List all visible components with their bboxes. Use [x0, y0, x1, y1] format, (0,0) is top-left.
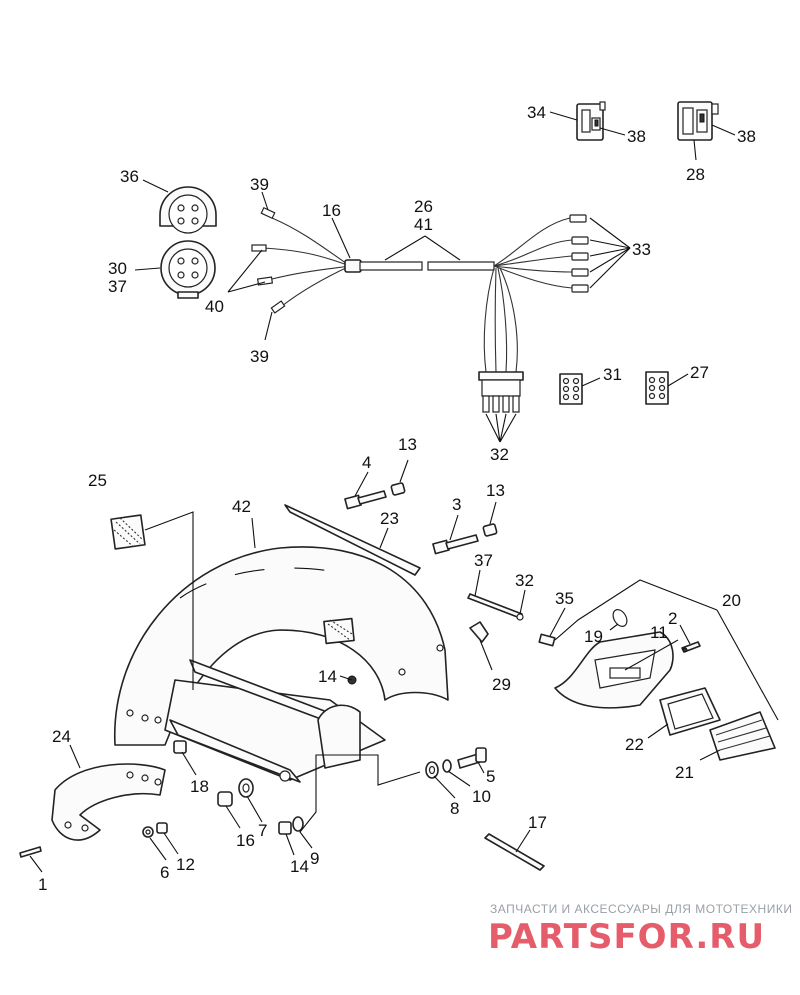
- connector-28: [677, 101, 719, 141]
- watermark-subtitle: ЗАПЧАСТИ И АКСЕССУАРЫ ДЛЯ МОТОТЕХНИКИ: [490, 902, 792, 916]
- callout-5: 5: [486, 767, 495, 786]
- callout-6: 6: [160, 863, 169, 882]
- callout-16: 16: [236, 831, 255, 850]
- watermark: ЗАПЧАСТИ И АКСЕССУАРЫ ДЛЯ МОТОТЕХНИКИ PA…: [488, 902, 792, 957]
- callout-39: 39: [250, 175, 269, 194]
- reflector-25: [110, 514, 146, 550]
- connector-30: [160, 240, 216, 299]
- wiring-harness: [251, 206, 589, 413]
- tail-lamp-housing-20: [554, 631, 674, 709]
- callout-32: 32: [515, 571, 534, 590]
- callout-labels: 34 38 38 28 36 39 16 26 41 33 30 37 40 3…: [38, 103, 756, 894]
- callout-41: 41: [414, 215, 433, 234]
- bolt-3: [432, 523, 498, 555]
- callout-32: 32: [490, 445, 509, 464]
- callout-40: 40: [205, 297, 224, 316]
- callout-21: 21: [675, 763, 694, 782]
- trim-strip-23: [284, 504, 421, 576]
- callout-42: 42: [232, 497, 251, 516]
- reflector-fender: [323, 617, 355, 645]
- callout-9: 9: [310, 849, 319, 868]
- lens-21: [709, 711, 776, 761]
- leader-lines: [29, 111, 779, 873]
- callout-13: 13: [486, 481, 505, 500]
- clip-29: [469, 621, 489, 643]
- support-bracket-24: [51, 763, 166, 841]
- callout-14: 14: [318, 667, 337, 686]
- connector-36: [159, 186, 217, 234]
- callout-34: 34: [527, 103, 546, 122]
- callout-19: 19: [584, 627, 603, 646]
- callout-38: 38: [737, 127, 756, 146]
- callout-11: 11: [650, 623, 668, 642]
- socket-35: [538, 633, 556, 647]
- callout-26: 26: [414, 197, 433, 216]
- bolt-4: [344, 482, 406, 510]
- callout-23: 23: [380, 509, 399, 528]
- callout-31: 31: [603, 365, 622, 384]
- callout-13: 13: [398, 435, 417, 454]
- callout-20: 20: [722, 591, 741, 610]
- callout-39: 39: [250, 347, 269, 366]
- bulb-19: [612, 609, 628, 627]
- connector-34: [576, 101, 606, 141]
- callout-2: 2: [668, 609, 677, 628]
- rear-fender-42: [114, 546, 449, 746]
- terminal-block-27: [645, 371, 669, 405]
- callout-28: 28: [686, 165, 705, 184]
- callout-12: 12: [176, 855, 195, 874]
- callout-37: 37: [108, 277, 127, 296]
- callout-10: 10: [472, 787, 491, 806]
- callout-38: 38: [627, 127, 646, 146]
- cable-37-32: [467, 593, 524, 621]
- callout-17: 17: [528, 813, 547, 832]
- callout-7: 7: [258, 821, 267, 840]
- callout-35: 35: [555, 589, 574, 608]
- callout-18: 18: [190, 777, 209, 796]
- callout-1: 1: [38, 875, 47, 894]
- gasket-22: [659, 687, 721, 736]
- callout-3: 3: [452, 495, 461, 514]
- callout-30: 30: [108, 259, 127, 278]
- callout-16: 16: [322, 201, 341, 220]
- callout-14: 14: [290, 857, 309, 876]
- small-hardware: [19, 647, 688, 858]
- callout-33: 33: [632, 240, 651, 259]
- callout-25: 25: [88, 471, 107, 490]
- callout-24: 24: [52, 727, 71, 746]
- callout-29: 29: [492, 675, 511, 694]
- callout-36: 36: [120, 167, 139, 186]
- callout-4: 4: [362, 453, 371, 472]
- watermark-logo: PARTSFOR.RU: [488, 917, 765, 957]
- callout-22: 22: [625, 735, 644, 754]
- terminal-block-31: [559, 373, 583, 405]
- cable-tie-17: [484, 833, 545, 871]
- callout-37: 37: [474, 551, 493, 570]
- callout-27: 27: [690, 363, 709, 382]
- callout-8: 8: [450, 799, 459, 818]
